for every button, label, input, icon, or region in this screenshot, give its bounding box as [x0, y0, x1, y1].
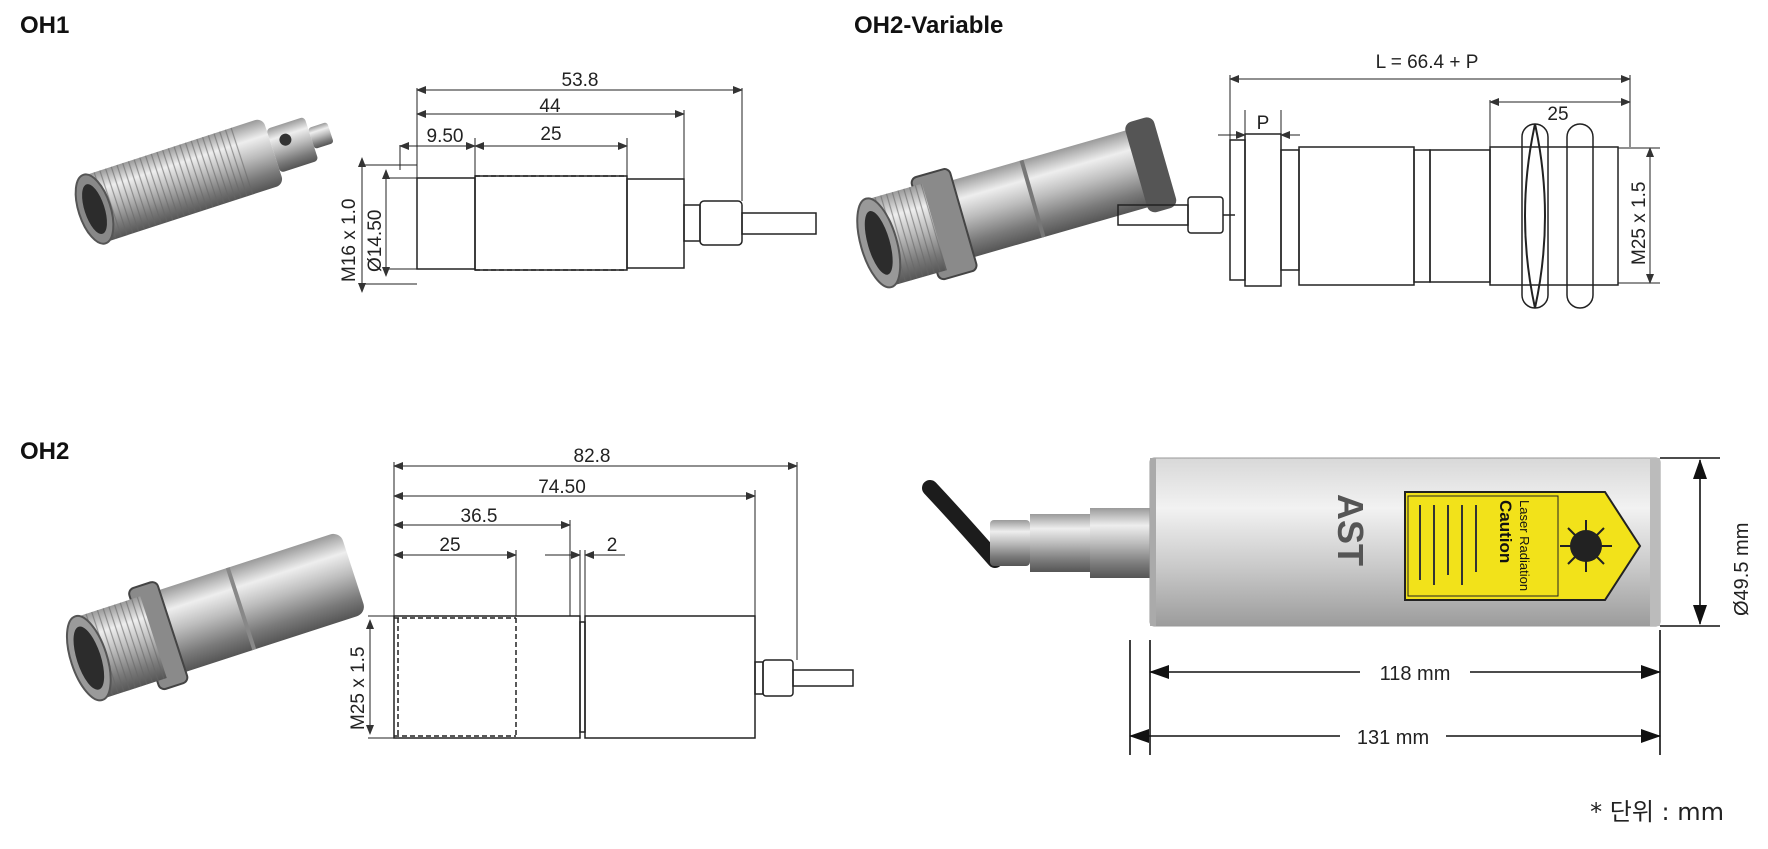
- oh1-dim-front: 9.50: [427, 126, 464, 147]
- ast-dim-overall-len: 131 mm: [1357, 727, 1429, 749]
- ast-label-title: Caution: [1496, 500, 1515, 563]
- oh2v-dim-offset: P: [1257, 113, 1270, 134]
- title-oh1: OH1: [20, 12, 70, 39]
- ast-label-sub: Laser Radiation: [1517, 500, 1532, 591]
- ast-dim-diameter: Ø49.5 mm: [1731, 523, 1753, 616]
- oh1-dim-diameter: Ø14.50: [365, 210, 386, 272]
- oh2-dim-section: 36.5: [461, 506, 498, 527]
- ast-dim-body-len: 118 mm: [1380, 663, 1451, 685]
- oh2v-dim-length: L = 66.4 + P: [1376, 52, 1479, 73]
- ast-brand-logo: AST: [1330, 494, 1371, 566]
- ast-sensor-photo: [922, 457, 1661, 627]
- oh2v-dim-thread: M25 x 1.5: [1629, 182, 1650, 265]
- oh2-dim-body: 74.50: [538, 477, 586, 498]
- unit-note: * 단위 : mm: [1590, 798, 1724, 826]
- oh1-dim-body: 44: [539, 96, 561, 117]
- oh1-drawing: [358, 86, 817, 293]
- oh2-dim-overall: 82.8: [574, 446, 611, 467]
- oh2-dim-thread: M25 x 1.5: [348, 647, 369, 730]
- title-oh2: OH2: [20, 438, 70, 465]
- oh2-dim-thread-len: 25: [439, 535, 460, 556]
- oh1-dim-overall: 53.8: [562, 70, 599, 91]
- oh1-dim-thread-len: 25: [540, 124, 561, 145]
- oh2v-dim-thread-len: 25: [1547, 104, 1568, 125]
- ast-dimensions: [1129, 457, 1720, 755]
- oh2-drawing: [366, 462, 854, 739]
- oh1-photo: [74, 117, 334, 245]
- oh2-dim-groove: 2: [607, 535, 618, 556]
- oh2-variable-photo: [856, 117, 1177, 289]
- title-oh2-variable: OH2-Variable: [854, 12, 1004, 39]
- oh2-variable-drawing: [1117, 75, 1660, 309]
- oh1-dim-thread: M16 x 1.0: [339, 199, 360, 282]
- oh2-photo: [65, 533, 364, 702]
